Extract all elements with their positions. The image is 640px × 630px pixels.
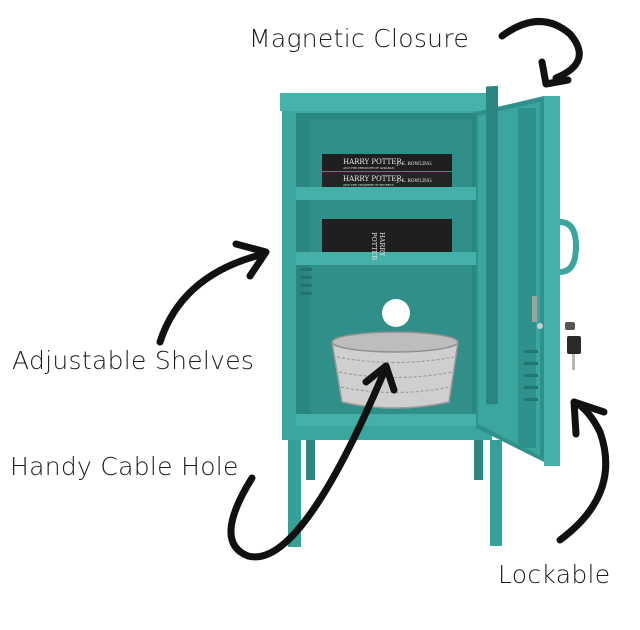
book-second-title: HARRY POTTER [343,175,402,183]
cabinet-leg-front-left [288,432,301,547]
book-second-author: J. K. ROWLING [396,178,432,184]
book-second: HARRY POTTER AND THE CHAMBER OF SECRETS … [322,172,452,187]
arrow-lockable-icon [556,398,610,544]
cabinet-door [476,85,580,466]
cabinet-leg-back-right [474,432,483,480]
rope-basket [331,331,459,409]
lock-icon [565,322,581,370]
book-second-subtitle: AND THE CHAMBER OF SECRETS [342,183,394,187]
arrow-cable-hole-icon [227,362,398,561]
book-standing-title-2: POTTER [370,232,378,261]
side-vents [300,268,312,295]
cabinet-leg-back-left [306,432,315,480]
callout-handy-cable-hole: Handy Cable Hole [10,452,239,481]
shelf-top [296,187,478,200]
arrow-magnetic-closure-icon [498,18,583,88]
cabinet-top [280,93,495,111]
book-top-author: J. K. ROWLING [396,161,432,167]
book-top-subtitle: AND THE PRISONER OF AZKABAN [342,166,395,170]
arrow-adjustable-shelves-icon [156,240,270,346]
cable-hole [382,299,410,327]
shelf-middle [296,252,478,265]
book-standing-title-1: HARRY [378,232,386,257]
book-standing: HARRY POTTER [322,219,452,261]
cabinet-base [282,426,492,440]
book-top-title: HARRY POTTER [343,158,402,166]
callout-magnetic-closure: Magnetic Closure [249,24,470,53]
callout-adjustable-shelves: Adjustable Shelves [12,346,255,375]
book-top: HARRY POTTER AND THE PRISONER OF AZKABAN… [322,154,452,171]
callout-lockable: Lockable [498,560,611,589]
cabinet-leg-front-right [490,440,502,546]
cabinet-floor [296,414,478,428]
